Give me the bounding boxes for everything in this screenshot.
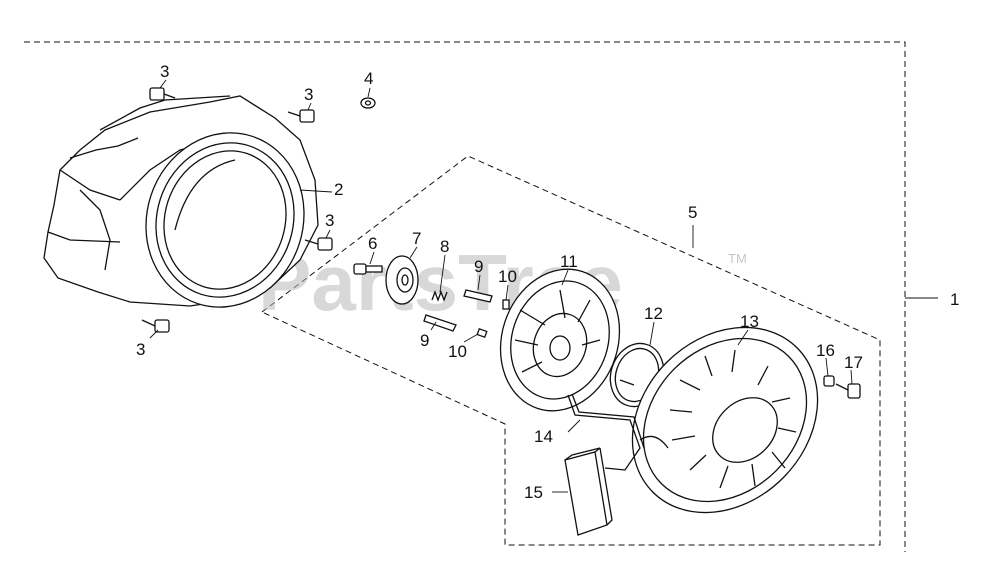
callout-3-bottom: 3 [136,340,145,359]
rope-part-14 [567,393,645,471]
callout-17: 17 [844,353,863,372]
stud-part-6 [353,263,383,275]
callout-2: 2 [334,180,343,199]
spring-part-8 [431,290,448,302]
callout-9-lower: 9 [420,331,429,350]
pawl-part-9-upper [463,289,493,303]
pin-part-10-lower [476,327,488,339]
callout-16: 16 [816,341,835,360]
callout-12: 12 [644,304,663,323]
callout-5: 5 [688,203,697,222]
assembly-1-boundary [24,41,938,552]
callout-10-lower: 10 [448,342,467,361]
bolt-part-3-top-left [149,87,176,101]
bolt-part-3-bottom [141,319,170,333]
starter-case-part-13 [631,326,819,514]
washer-part-4 [360,97,376,109]
reel-part-11 [499,268,621,412]
callout-6: 6 [368,234,377,253]
callout-11: 11 [560,252,578,271]
assembly-5-boundary [261,155,881,546]
callout-3-top-middle: 3 [304,85,313,104]
callout-8: 8 [440,237,449,256]
bolt-part-17 [835,383,861,399]
callout-labels: 1 2 3 3 3 3 4 5 6 7 8 9 9 10 10 11 12 13… [136,62,959,502]
pulley-part-7 [385,255,419,305]
leader-lines [149,79,853,493]
bolt-part-3-right [304,237,333,251]
pin-part-10-upper [502,299,510,310]
callout-3-right: 3 [325,211,334,230]
callout-9-upper: 9 [474,257,483,276]
callout-3-top-left: 3 [160,62,169,81]
fan-cover-part-2 [43,95,319,308]
pawl-part-9-lower [423,314,457,332]
bolt-part-3-top-middle [287,109,315,123]
callout-1: 1 [950,290,959,309]
handle-part-15 [564,447,613,536]
callout-7: 7 [412,229,421,248]
watermark-trademark: TM [728,251,747,266]
nut-part-16 [823,375,835,387]
callout-14: 14 [534,427,553,446]
callout-13: 13 [740,312,759,331]
callout-10-upper: 10 [498,267,517,286]
callout-15: 15 [524,483,543,502]
callout-4: 4 [364,69,373,88]
